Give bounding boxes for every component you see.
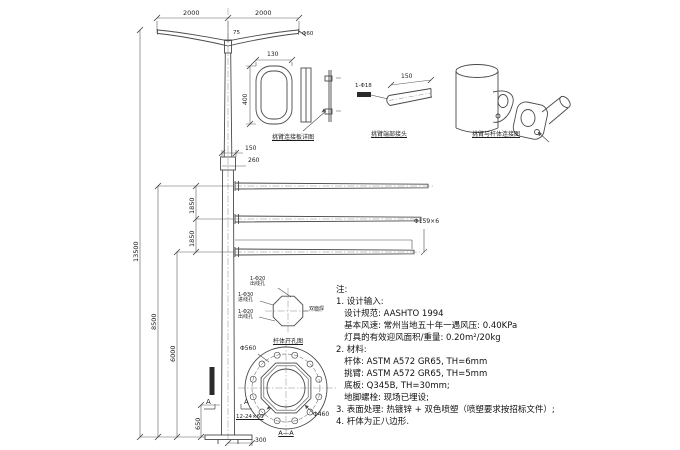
plate-detail-caption: 挑臂连接板详图 xyxy=(271,134,315,141)
notes-line: 底板: Q345B, TH=30mm; xyxy=(336,381,450,391)
dimension-lines xyxy=(136,14,435,447)
dim-flange-outer: Φ560 xyxy=(240,345,257,352)
octagon-label-left: 1-Φ30 进线孔 xyxy=(238,292,254,304)
base-flange-section-aa xyxy=(244,346,328,430)
notes-line: 2. 材料: xyxy=(336,345,367,355)
dim-top-center: 75 xyxy=(233,30,240,36)
notes-title: 注: xyxy=(336,285,348,295)
section-mark-a-right: A xyxy=(244,398,249,406)
octagon-label-top: 1-Φ20 出线孔 xyxy=(250,276,266,288)
arm-clamp-3d-detail xyxy=(455,64,571,143)
octagon-label-bottom: 1-Φ20 出线孔 xyxy=(238,309,254,321)
clamp-detail-caption: 挑臂与杆体连接图 xyxy=(471,131,521,138)
dim-arm-gap-2: 1850 xyxy=(188,230,196,247)
dim-plate-height: 400 xyxy=(242,93,249,105)
notes-line: 基本风速: 常州当地五十年一遇风压: 0.40KPa xyxy=(336,321,518,331)
dim-base-650: 650 xyxy=(194,417,202,430)
label-arm-tube-spec: Φ159×6 xyxy=(414,218,440,225)
dim-mid-height: 8500 xyxy=(150,313,158,330)
notes-line: 4. 杆体为正八边形. xyxy=(336,417,410,427)
dim-plate-width: 130 xyxy=(267,51,279,58)
notes-line: 1. 设计输入: xyxy=(336,297,384,307)
notes-line: 杆体: ASTM A572 GR65, TH=6mm xyxy=(336,357,488,367)
tube-detail-caption: 挑臂端部接头 xyxy=(370,131,408,138)
signal-arms xyxy=(234,182,429,256)
dim-top-right: 2000 xyxy=(255,9,272,17)
arm-end-tube-detail xyxy=(357,88,433,106)
notes-line: 地脚螺栓: 现场已埋设; xyxy=(336,393,430,403)
dim-base-300: 300 xyxy=(255,437,267,444)
dim-tube-length: 150 xyxy=(401,73,413,80)
dim-low-height: 6000 xyxy=(169,345,177,362)
notes-line: 挑臂: ASTM A572 GR65, TH=5mm xyxy=(336,369,488,379)
dim-arm-gap-1: 1850 xyxy=(188,197,196,214)
notes-line: 3. 表面处理: 热镀锌 + 双色喷塑（喷塑要求按招标文件）; xyxy=(336,405,555,415)
label-tip-diameter: Φ60 xyxy=(302,31,314,37)
flange-section-caption: A—A xyxy=(278,429,294,437)
octagon-detail-caption: 杆体开孔图 xyxy=(272,338,304,345)
centerlines xyxy=(227,8,434,446)
dim-flange-bolt-circle: Φ460 xyxy=(313,411,330,418)
label-tube-hole: 1-Φ18 xyxy=(355,83,372,89)
top-arm-assembly xyxy=(157,29,307,54)
notes-line: 灯具的有效迎风面积/重量: 0.20m²/20kg xyxy=(336,333,501,343)
pole-section-octagon-detail xyxy=(258,287,308,327)
dim-joint-260: 260 xyxy=(248,157,260,164)
dim-joint-150: 150 xyxy=(245,145,257,152)
pole-handhole xyxy=(209,367,215,395)
drawing-notes: 注: 1. 设计输入: 设计规范: AASHTO 1994 基本风速: 常州当地… xyxy=(336,284,555,428)
dim-top-left: 2000 xyxy=(183,9,200,17)
octagon-label-right: 双面焊 xyxy=(309,306,325,312)
arm-connection-plate-detail xyxy=(255,65,341,132)
section-mark-a-left: A xyxy=(206,398,211,406)
label-flange-bolt-slots: 12-24×60 xyxy=(236,414,264,420)
notes-line: 设计规范: AASHTO 1994 xyxy=(336,309,444,319)
dim-total-height: 13500 xyxy=(132,241,140,262)
pole-elevation xyxy=(204,52,253,444)
